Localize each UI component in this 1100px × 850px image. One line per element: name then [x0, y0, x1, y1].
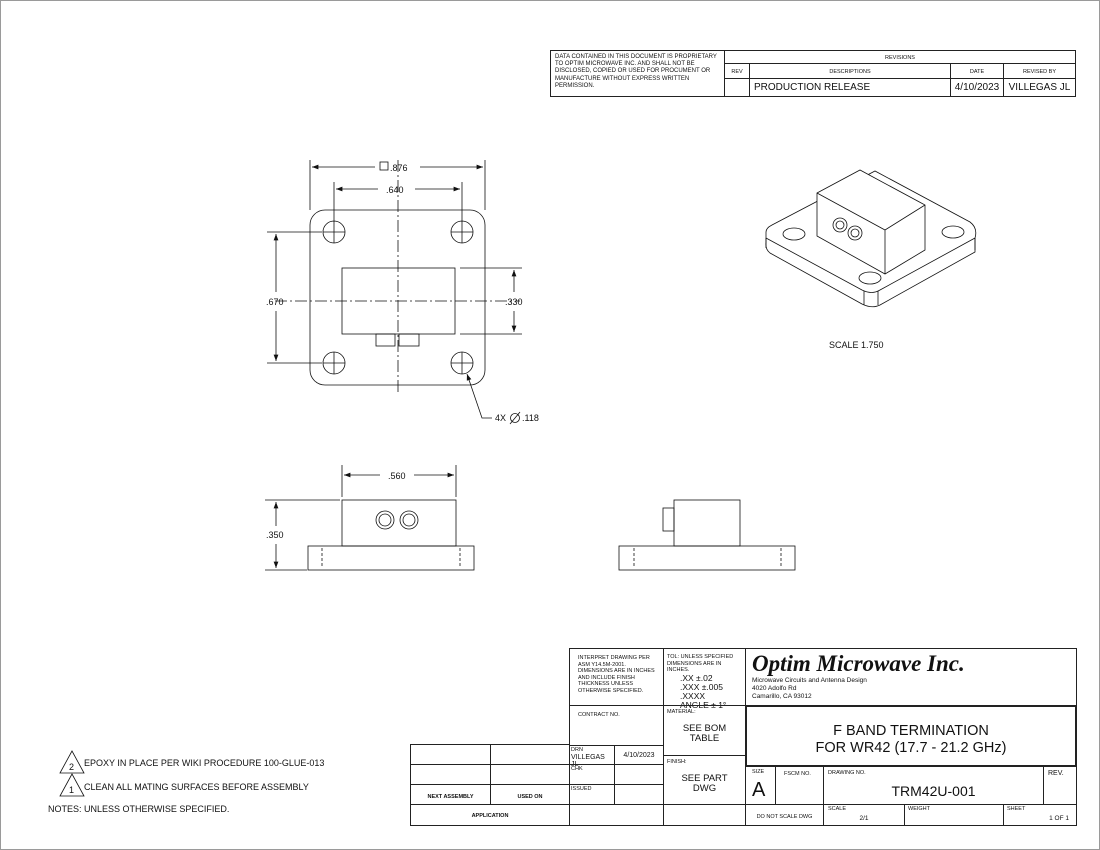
- dim-hole-count: 4X: [495, 413, 506, 423]
- drn-date: 4/10/2023: [614, 745, 664, 765]
- sheet-value: 1 OF 1: [1049, 814, 1069, 822]
- interpret-note: INTERPRET DRAWING PER ASM Y14.5M-2001. D…: [569, 648, 664, 706]
- used-on-label: USED ON: [490, 784, 570, 805]
- finish-label: FINISH:: [667, 759, 687, 765]
- issued-date-cell: [614, 784, 664, 805]
- dim-body-height: .330: [505, 297, 523, 307]
- tol-xx: .XX ±.02: [680, 672, 713, 683]
- tol-xxxx: .XXXX: [680, 690, 706, 701]
- drn-label: DRN: [571, 747, 583, 753]
- scale-label: SCALE: [828, 806, 847, 812]
- rev-label: REV.: [1043, 766, 1077, 805]
- tolerance-block: TOL: UNLESS SPECIFIED DIMENSIONS ARE IN …: [663, 648, 746, 709]
- connector-1: [375, 333, 396, 347]
- company-name: Optim Microwave Inc.: [752, 651, 965, 676]
- blank-cell-b: [663, 804, 746, 826]
- note-2-text: EPOXY IN PLACE PER WIKI PROCEDURE 100-GL…: [84, 758, 325, 768]
- tol-xxx: .XXX ±.005: [680, 681, 723, 692]
- right-view: [618, 499, 796, 571]
- size-cell: SIZE A: [745, 766, 776, 805]
- centerlines: [275, 160, 520, 395]
- dim-hole-spacing-y: .670: [266, 297, 284, 307]
- drawing-no-cell: DRAWING NO. TRM42U-001: [823, 766, 1044, 805]
- note-2-number: 2: [69, 762, 74, 772]
- note-1-number: 1: [69, 785, 74, 795]
- do-not-scale-note: DO NOT SCALE DWG: [745, 804, 824, 826]
- company-address-1: 4020 Adolfo Rd: [752, 685, 797, 692]
- chk-date-cell: [614, 764, 664, 785]
- issued-label: ISSUED: [569, 784, 615, 805]
- scale-cell: SCALE 2/1: [823, 804, 905, 826]
- diameter-symbol: [510, 413, 520, 423]
- connector-2: [398, 333, 420, 347]
- drawing-title: F BAND TERMINATION FOR WR42 (17.7 - 21.2…: [745, 705, 1077, 767]
- next-assembly-label: NEXT ASSEMBLY: [410, 784, 491, 805]
- company-address-2: Camarillo, CA 93012: [752, 693, 812, 700]
- iso-scale-label: SCALE 1.750: [829, 340, 884, 350]
- hole-leader: [466, 373, 492, 419]
- size-value: A: [752, 778, 766, 801]
- weight-label: WEIGHT: [904, 804, 1004, 826]
- square-symbol: [379, 161, 389, 171]
- fscm-label: FSCM NO.: [775, 766, 824, 805]
- dim-hole-spacing-x: .640: [386, 185, 404, 195]
- revision-revised-by: VILLEGAS JL: [1003, 78, 1076, 97]
- dim-overall-height: .350: [266, 530, 284, 540]
- note-1-text: CLEAN ALL MATING SURFACES BEFORE ASSEMBL…: [84, 782, 309, 792]
- isometric-view: [765, 169, 977, 308]
- used-on-cell-1: [490, 744, 570, 765]
- finish-cell: FINISH: SEE PART DWG: [663, 755, 746, 805]
- finish-value: SEE PART DWG: [681, 772, 728, 794]
- size-label: SIZE: [752, 769, 765, 775]
- dim-hole-dia: .118: [522, 413, 539, 423]
- drawing-no-value: TRM42U-001: [891, 782, 976, 799]
- revision-flag-1-icon: [59, 773, 85, 797]
- front-view: [267, 160, 522, 425]
- scale-value: 2/1: [859, 814, 869, 822]
- drn-cell: DRN VILLEGAS JL: [569, 745, 615, 768]
- sheet-cell: SHEET 1 OF 1: [1003, 804, 1077, 826]
- tol-angle: ANGLE ± 1°: [680, 699, 727, 710]
- drawing-no-label: DRAWING NO.: [828, 770, 866, 776]
- tolerance-heading: TOL: UNLESS SPECIFIED DIMENSIONS ARE IN …: [667, 654, 734, 673]
- title-line-1: F BAND TERMINATION: [833, 723, 989, 739]
- contract-no-label: CONTRACT NO.: [569, 705, 664, 746]
- side-view: [265, 465, 475, 570]
- company-block: Optim Microwave Inc. Microwave Circuits …: [745, 648, 1077, 706]
- company-tagline: Microwave Circuits and Antenna Design: [752, 677, 867, 684]
- material-value: SEE BOM TABLE: [682, 722, 727, 744]
- note-flags: [59, 750, 85, 797]
- material-label: MATERIAL:: [667, 709, 696, 715]
- next-assembly-cell-1: [410, 744, 491, 765]
- sheet-label: SHEET: [1007, 806, 1026, 812]
- next-assembly-cell-2: [410, 764, 491, 785]
- chk-label: CHK: [569, 764, 615, 785]
- dim-body-width: .560: [388, 471, 406, 481]
- material-cell: MATERIAL: SEE BOM TABLE: [663, 705, 746, 756]
- blank-cell-a: [569, 804, 664, 826]
- dim-square: .876: [390, 163, 408, 173]
- flange-outline: [309, 209, 486, 386]
- used-on-cell-2: [490, 764, 570, 785]
- notes-heading: NOTES: UNLESS OTHERWISE SPECIFIED.: [48, 804, 230, 814]
- mounting-holes: [322, 220, 474, 375]
- application-label: APPLICATION: [410, 804, 570, 826]
- revision-flag-2-icon: [59, 750, 85, 774]
- title-line-2: FOR WR42 (17.7 - 21.2 GHz): [815, 740, 1007, 756]
